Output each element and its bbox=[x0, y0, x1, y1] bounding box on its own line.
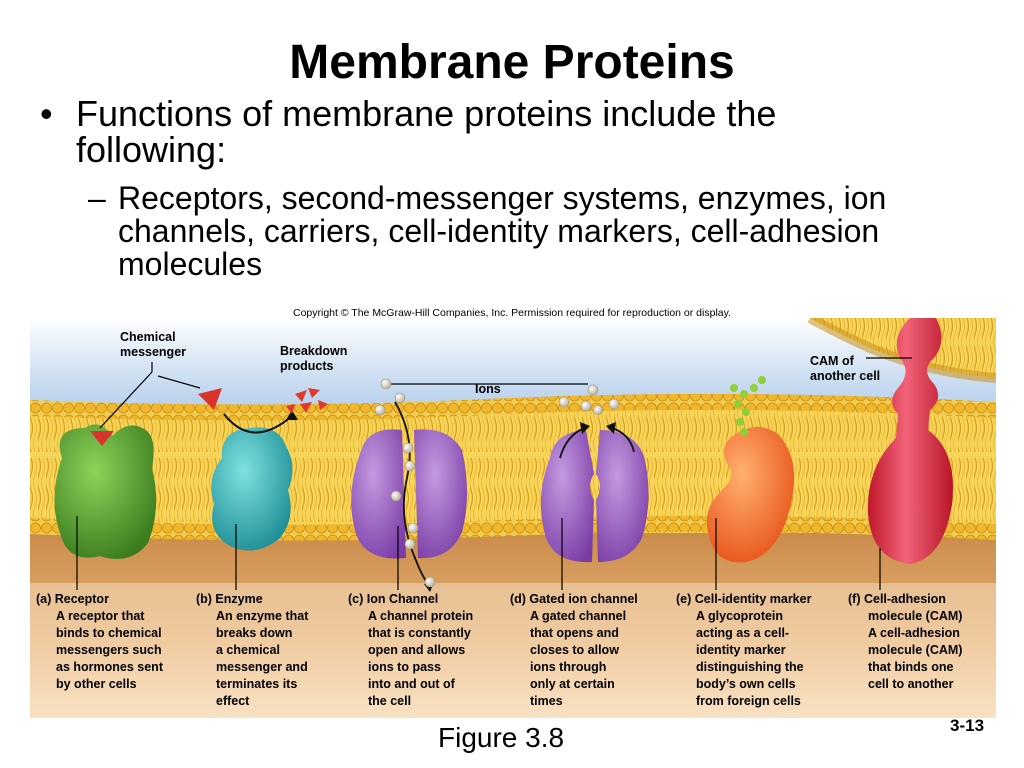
ions-label: Ions bbox=[475, 382, 501, 396]
bullet-marker: • bbox=[40, 93, 53, 134]
glycoprotein-chain bbox=[730, 376, 766, 436]
cam-protein bbox=[867, 318, 953, 564]
sub-bullet-text: Receptors, second-messenger systems, enz… bbox=[118, 180, 887, 282]
figure-label: Figure 3.8 bbox=[438, 722, 565, 753]
breakdown-products-label: Breakdown products bbox=[280, 344, 348, 373]
caption-identity-marker: (e) Cell-identity marker A glycoprotein … bbox=[676, 592, 812, 708]
slide-number: 3-13 bbox=[950, 716, 985, 735]
receptor-protein bbox=[54, 424, 157, 560]
gate-arrow-right bbox=[611, 427, 635, 453]
copyright-notice: Copyright © The McGraw-Hill Companies, I… bbox=[292, 307, 732, 319]
caption-receptor: (a) Receptor A receptor that binds to ch… bbox=[36, 592, 163, 691]
outer-head-row bbox=[30, 393, 996, 421]
identity-marker-protein bbox=[706, 426, 795, 563]
caption-gated-channel: (d) Gated ion channel A gated channel th… bbox=[510, 592, 638, 708]
cam-other-cell-label: CAM of another cell bbox=[810, 354, 881, 383]
messenger-molecule bbox=[198, 388, 222, 410]
enzyme-protein bbox=[211, 427, 293, 551]
caption-ion-channel: (c) Ion Channel A channel protein that i… bbox=[348, 592, 474, 708]
caption-enzyme: (b) Enzyme An enzyme that breaks down a … bbox=[196, 592, 309, 708]
cytoplasm bbox=[30, 528, 996, 718]
ion-flow-arrow bbox=[394, 401, 429, 585]
bullet-text: Functions of membrane proteins include t… bbox=[76, 93, 777, 170]
chemical-messenger-label: Chemical messenger bbox=[120, 330, 187, 359]
bilayer-tails bbox=[30, 408, 996, 533]
ions bbox=[374, 378, 620, 588]
breakdown-fragments bbox=[286, 388, 328, 414]
sub-bullet-marker: – bbox=[88, 180, 106, 216]
gated-channel-protein bbox=[540, 430, 649, 563]
enzyme-arrow bbox=[223, 413, 293, 434]
ion-channel-protein bbox=[351, 429, 467, 559]
slide-title: Membrane Proteins bbox=[289, 36, 735, 89]
membrane-figure bbox=[30, 318, 996, 718]
gate-arrow-left bbox=[559, 427, 585, 459]
caption-cam: (f) Cell-adhesion molecule (CAM) A cell-… bbox=[848, 592, 963, 691]
